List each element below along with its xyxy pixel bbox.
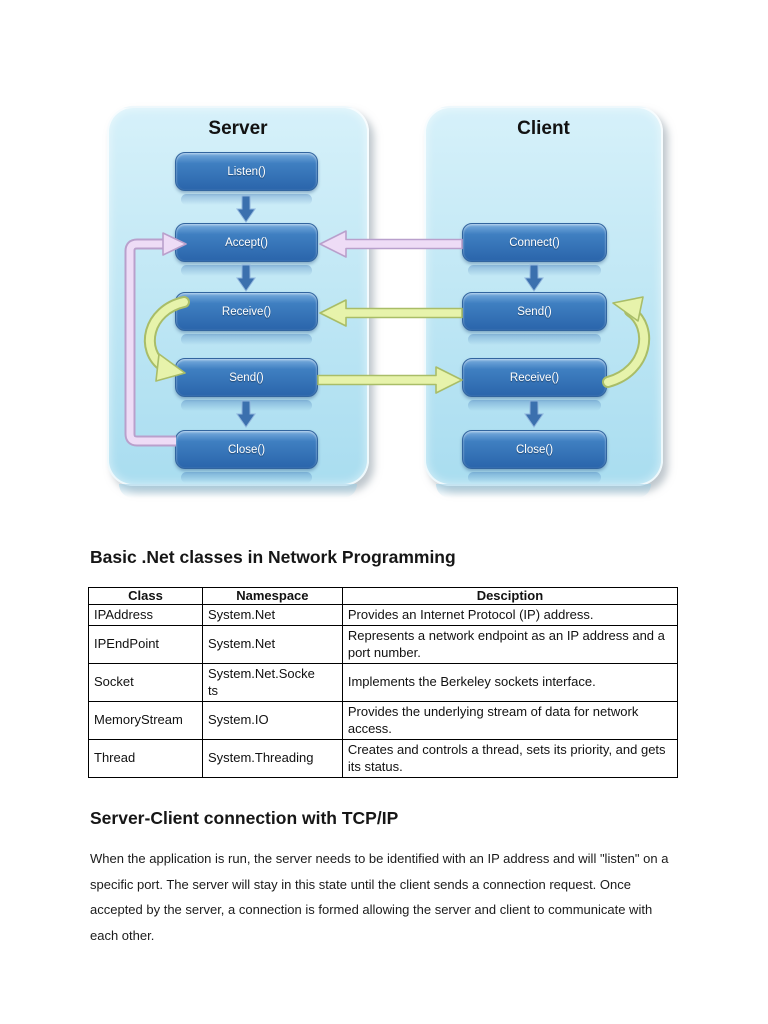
table-row: Thread System.Threading Creates and cont… — [88, 738, 679, 778]
node-server-receive: Receive() — [175, 292, 318, 345]
tcpip-paragraph: When the application is run, the server … — [90, 851, 669, 943]
node-server-send: Send() — [175, 358, 318, 411]
cell-namespace: System.Net.Sockets — [201, 662, 343, 702]
cell-class: MemoryStream — [88, 700, 203, 740]
net-classes-table: Class Namespace Desciption IPAddress Sys… — [88, 587, 679, 778]
cell-class: IPEndPoint — [88, 624, 203, 664]
col-header-namespace: Namespace — [201, 587, 343, 605]
table-row: MemoryStream System.IO Provides the unde… — [88, 700, 679, 740]
server-panel-title: Server — [208, 118, 268, 139]
node-client-close: Close() — [462, 430, 607, 483]
table-header-row: Class Namespace Desciption — [88, 587, 679, 605]
node-server-listen: Listen() — [175, 152, 318, 205]
cell-class: Thread — [88, 738, 203, 778]
node-server-close: Close() — [175, 430, 318, 483]
client-panel-title: Client — [517, 118, 570, 139]
col-header-class: Class — [88, 587, 203, 605]
section-heading-net-classes: Basic .Net classes in Network Programmin… — [90, 547, 456, 567]
cell-namespace: System.Threading — [201, 738, 343, 778]
cell-description: Implements the Berkeley sockets interfac… — [341, 662, 679, 702]
cell-namespace: System.Net — [201, 604, 343, 626]
table-row: IPAddress System.Net Provides an Interne… — [88, 604, 679, 626]
section-heading-tcpip: Server-Client connection with TCP/IP — [90, 808, 399, 828]
table-row: Socket System.Net.Sockets Implements the… — [88, 662, 679, 702]
cell-description: Provides an Internet Protocol (IP) addre… — [341, 604, 679, 626]
cell-description: Represents a network endpoint as an IP a… — [341, 624, 679, 664]
cell-class: IPAddress — [88, 604, 203, 626]
cell-class: Socket — [88, 662, 203, 702]
cell-description: Creates and controls a thread, sets its … — [341, 738, 679, 778]
col-header-description: Desciption — [341, 587, 679, 605]
node-client-connect: Connect() — [462, 223, 607, 276]
node-client-receive: Receive() — [462, 358, 607, 411]
cell-namespace: System.IO — [201, 700, 343, 740]
node-client-send: Send() — [462, 292, 607, 345]
cell-namespace: System.Net — [201, 624, 343, 664]
node-server-accept: Accept() — [175, 223, 318, 276]
table-row: IPEndPoint System.Net Represents a netwo… — [88, 624, 679, 664]
cell-description: Provides the underlying stream of data f… — [341, 700, 679, 740]
